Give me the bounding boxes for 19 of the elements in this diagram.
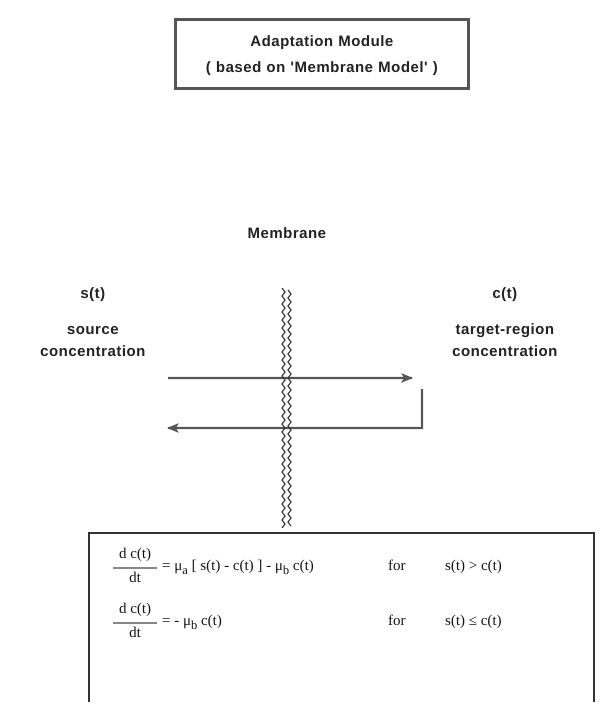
fraction-denominator: dt bbox=[128, 570, 142, 587]
condition-word: for bbox=[388, 613, 406, 630]
condition-word: for bbox=[388, 558, 406, 575]
fraction-numerator: d c(t) bbox=[118, 546, 152, 563]
fraction-denominator: dt bbox=[128, 625, 142, 642]
title-text: Adaptation Module bbox=[249, 33, 395, 50]
equation-box bbox=[88, 532, 595, 702]
variable-label: s(t) bbox=[79, 285, 107, 302]
node-description: target-region concentration bbox=[451, 320, 559, 362]
subtitle-text: ( based on 'Membrane Model' ) bbox=[204, 59, 440, 76]
condition-text: s(t) ≤ c(t) bbox=[445, 613, 503, 630]
condition-text: s(t) > c(t) bbox=[445, 558, 503, 575]
fraction-numerator: d c(t) bbox=[118, 601, 152, 618]
variable-label: c(t) bbox=[491, 285, 519, 302]
arrow bbox=[168, 373, 413, 383]
membrane-label: Membrane bbox=[246, 225, 328, 242]
node-description: source concentration bbox=[39, 320, 147, 362]
title-box bbox=[174, 18, 470, 90]
arrow bbox=[167, 389, 424, 433]
